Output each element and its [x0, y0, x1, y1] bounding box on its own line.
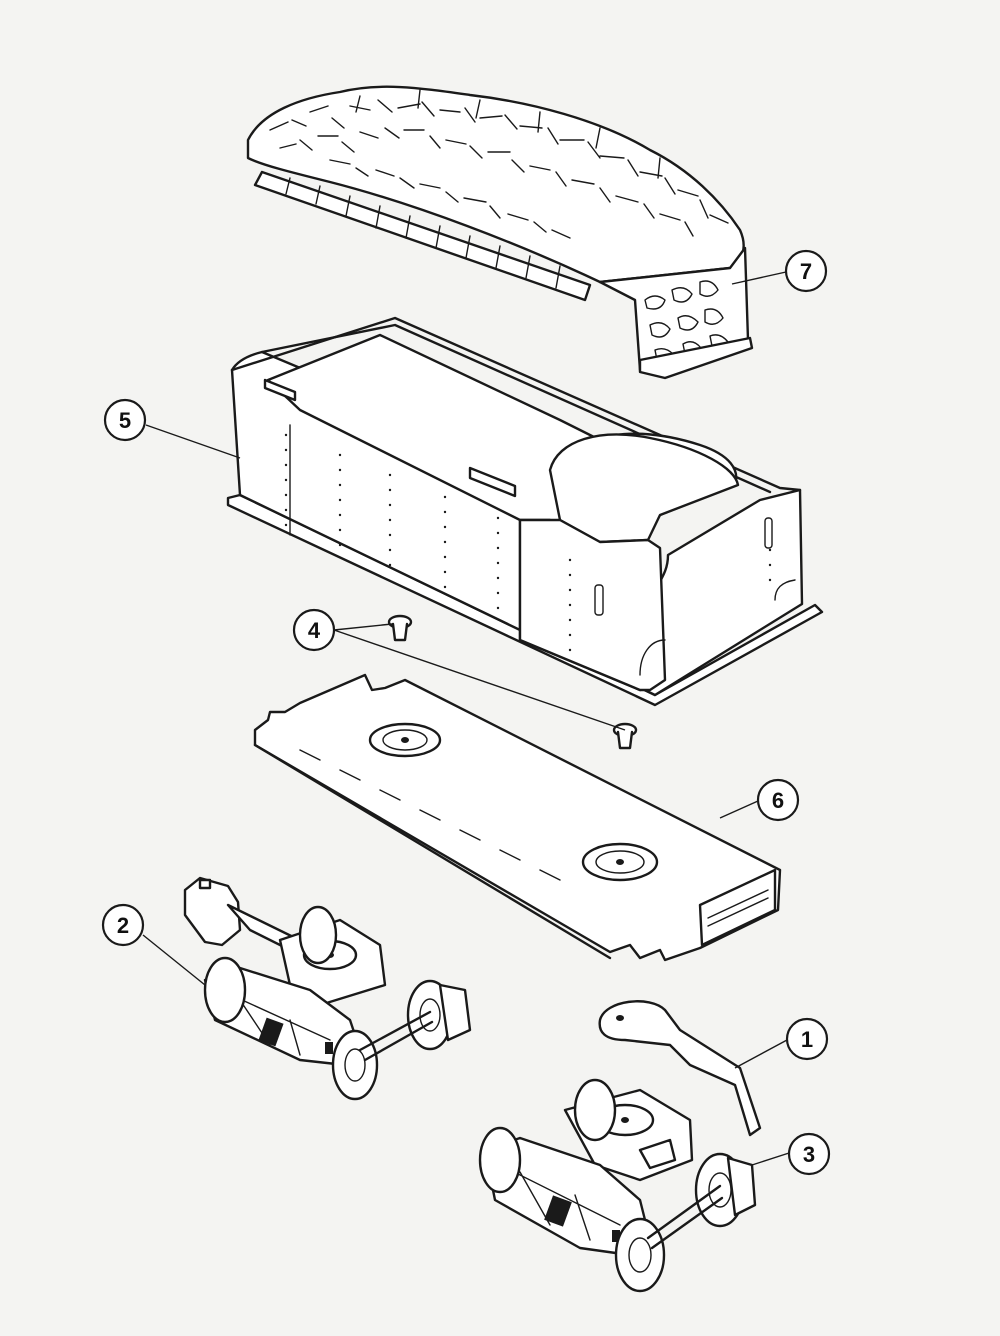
bolster-pad-front [368, 722, 442, 758]
callout-6: 6 [756, 778, 800, 822]
callout-7: 7 [784, 249, 828, 293]
callout-5-text: 5 [119, 408, 131, 433]
front-truck-wheels [203, 905, 472, 1101]
callout-1: 1 [785, 1017, 829, 1061]
rear-truck-wheels [478, 1078, 757, 1293]
bolster-arm [598, 1000, 762, 1137]
callout-5: 5 [103, 398, 147, 442]
rear-truck [478, 1078, 757, 1293]
screw-lower [612, 722, 638, 750]
callout-6-text: 6 [772, 788, 784, 813]
wood-slats [285, 177, 561, 289]
screws [387, 614, 638, 750]
callout-2: 2 [101, 903, 145, 947]
callout-3: 3 [787, 1132, 831, 1176]
floor-plate [253, 673, 782, 962]
leader-lines [142, 271, 790, 1166]
screw-upper [387, 614, 413, 642]
tender-body [226, 316, 824, 707]
callout-7-text: 7 [800, 259, 812, 284]
wood-texture [269, 89, 729, 239]
side-panels [289, 424, 521, 641]
callout-2-text: 2 [117, 913, 129, 938]
callout-4: 4 [292, 608, 336, 652]
callout-4-text: 4 [308, 618, 321, 643]
callout-1-text: 1 [801, 1027, 813, 1052]
callout-3-text: 3 [803, 1142, 815, 1167]
front-truck [183, 876, 472, 1101]
wood-load [246, 85, 754, 380]
bolster-pad-rear [581, 842, 659, 882]
